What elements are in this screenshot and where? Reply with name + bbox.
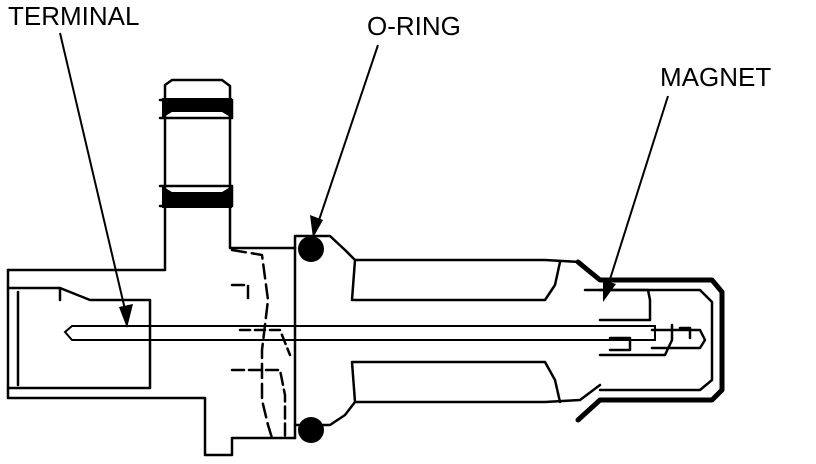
- o-ring-leader-arrow: [310, 215, 323, 238]
- body-recess-bottom: [350, 360, 562, 404]
- o-ring-upper: [298, 236, 324, 262]
- magnet-element: [583, 288, 652, 322]
- magnet-leader-line: [604, 95, 669, 296]
- inner-shoulder: [230, 248, 274, 440]
- collar-seal-upper: [162, 98, 232, 118]
- terminal-leader-line: [59, 32, 128, 319]
- terminal-pin: [63, 325, 656, 341]
- body-upper: [293, 234, 602, 282]
- o-ring-leader-line: [314, 44, 379, 233]
- connector-inner-cavity: [6, 286, 152, 390]
- body-recess-top: [350, 258, 562, 302]
- magnet-cap: [575, 259, 725, 423]
- connector-housing: [6, 78, 297, 272]
- o-ring-label: O-RING: [367, 11, 461, 41]
- magnet-label: MAGNET: [660, 62, 772, 92]
- terminal-label: TERMINAL: [8, 1, 140, 31]
- o-ring-lower: [298, 417, 324, 443]
- terminal-leader-arrow: [119, 304, 133, 328]
- body-lower: [293, 383, 602, 440]
- collar-seal-lower: [162, 186, 232, 208]
- magnet-leader-arrow: [603, 280, 616, 302]
